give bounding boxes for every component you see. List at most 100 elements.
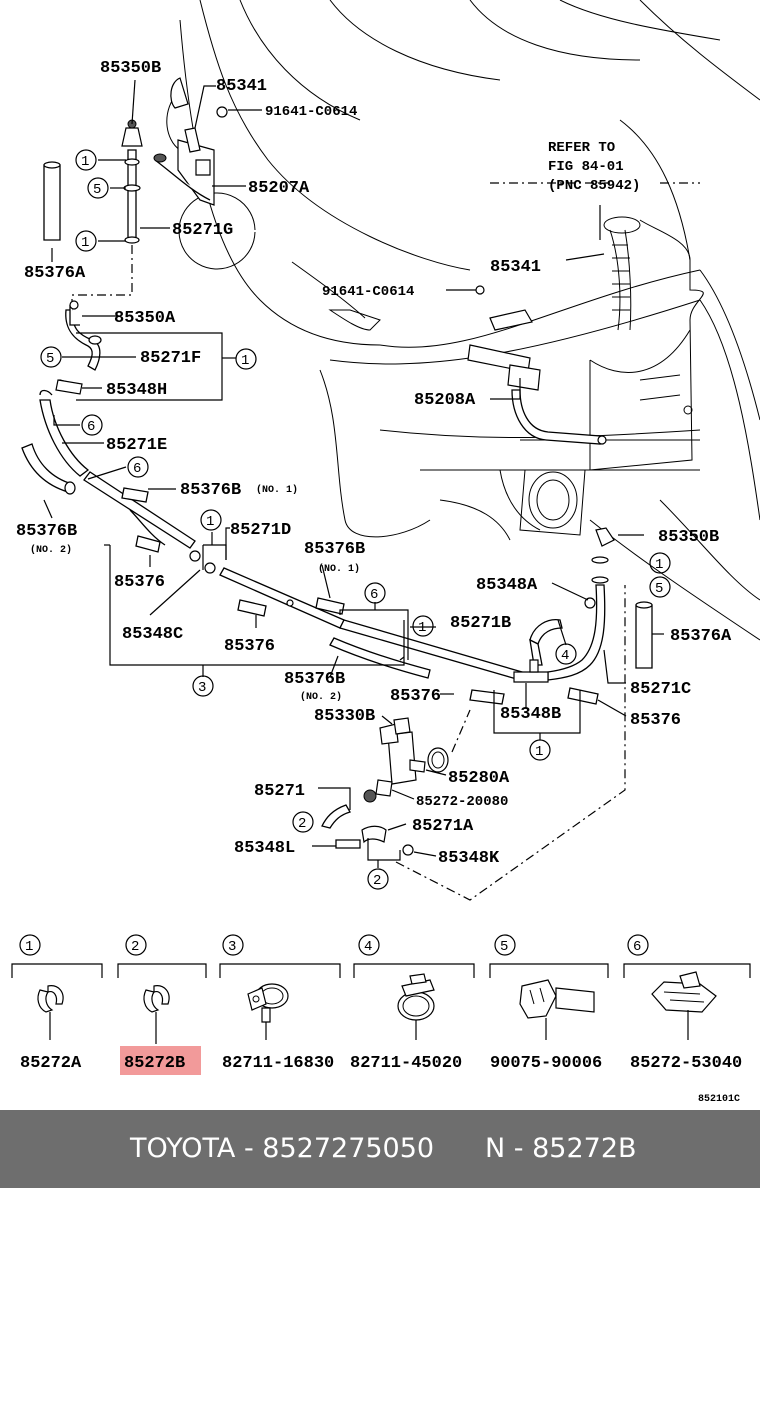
- callout-2-a: 2: [292, 811, 314, 833]
- label-85350A: 85350A: [114, 309, 176, 328]
- sleeve-85376B-left: [21, 443, 76, 495]
- footer-bar: TOYOTA - 8527275050 N - 85272B: [0, 1110, 760, 1188]
- label-85348A: 85348A: [476, 576, 538, 595]
- label-85376B-no1-b: 85376B: [304, 540, 365, 559]
- nozzle-85207A: [153, 77, 228, 206]
- label-no1-a: (NO. 1): [256, 484, 298, 496]
- legend: 1 85272A 2 85272B 3: [11, 934, 751, 1075]
- callout-1-g: 1: [529, 739, 551, 761]
- svg-text:5: 5: [500, 939, 508, 955]
- label-85348K: 85348K: [438, 849, 500, 868]
- label-85376-b: 85376: [224, 637, 275, 656]
- callout-6-c: 6: [364, 582, 386, 604]
- svg-text:1: 1: [25, 939, 33, 955]
- label-85271F: 85271F: [140, 349, 201, 368]
- label-85271G: 85271G: [172, 221, 233, 240]
- legend-item-5: 5 90075-90006: [489, 934, 609, 1073]
- label-85341-top: 85341: [216, 77, 267, 96]
- leader-lines: [43, 79, 664, 857]
- legend-item-2: 2 85272B: [117, 934, 207, 1075]
- hose-85271C: [547, 527, 615, 681]
- svg-text:2: 2: [131, 939, 139, 955]
- label-85271: 85271: [254, 782, 305, 801]
- label-85348C: 85348C: [122, 625, 183, 644]
- callout-5-a: 5: [87, 177, 109, 199]
- label-85280A: 85280A: [448, 769, 510, 788]
- svg-text:1: 1: [535, 744, 543, 760]
- clip-85272-53040-icon: [651, 971, 717, 1013]
- legend-part-82711-16830: 82711-16830: [222, 1054, 334, 1073]
- label-85271C: 85271C: [630, 680, 691, 699]
- label-85376B-no2-b: 85376B: [284, 670, 345, 689]
- nozzle-85208A: [467, 285, 607, 445]
- clip-85350A: [69, 300, 80, 326]
- svg-text:3: 3: [228, 939, 236, 955]
- joints-85348C: [189, 550, 294, 607]
- svg-text:5: 5: [46, 351, 54, 367]
- svg-text:1: 1: [418, 620, 426, 636]
- hose-85271G: [121, 119, 143, 244]
- label-85376-a: 85376: [114, 573, 165, 592]
- svg-text:4: 4: [364, 939, 372, 955]
- clip-85348H: [55, 379, 83, 395]
- label-85348L: 85348L: [234, 839, 295, 858]
- legend-part-82711-45020: 82711-45020: [350, 1054, 462, 1073]
- callout-6-a: 6: [81, 414, 103, 436]
- label-85350B-top: 85350B: [100, 59, 161, 78]
- pump-85280A: [363, 717, 449, 803]
- label-no2-a: (NO. 2): [30, 544, 72, 556]
- part-labels: 85350B 85341 91641-C0614 85207A 85271G 8…: [16, 59, 732, 868]
- label-85376-d: 85376: [630, 711, 681, 730]
- label-91641-top: 91641-C0614: [265, 104, 357, 120]
- label-85271A: 85271A: [412, 817, 474, 836]
- svg-text:5: 5: [655, 581, 663, 597]
- connection-dash-1: [71, 245, 133, 305]
- legend-part-85272-53040: 85272-53040: [630, 1054, 742, 1073]
- hose-85271B: [529, 597, 596, 666]
- callout-5-c: 5: [649, 576, 671, 598]
- svg-text:6: 6: [87, 419, 95, 435]
- label-85376A-left: 85376A: [24, 264, 86, 283]
- svg-text:6: 6: [370, 587, 378, 603]
- callout-5-b: 5: [40, 346, 62, 368]
- legend-item-3: 3 82711-16830: [219, 934, 341, 1073]
- svg-text:2: 2: [298, 816, 306, 832]
- callout-1-f: 1: [649, 552, 671, 574]
- svg-text:3: 3: [198, 680, 206, 696]
- footer-part-code: N - 85272B: [485, 1133, 637, 1164]
- sleeve-85376A-right: [635, 601, 653, 669]
- label-85271B: 85271B: [450, 614, 511, 633]
- callout-1-e: 1: [412, 615, 434, 637]
- label-refer-line3: (PNC 85942): [548, 178, 640, 194]
- label-refer-line2: FIG 84-01: [548, 159, 624, 175]
- label-85348B: 85348B: [500, 705, 561, 724]
- callout-1-c: 1: [235, 348, 257, 370]
- diagram-code: 852101C: [698, 1094, 740, 1105]
- svg-text:1: 1: [241, 353, 249, 369]
- svg-text:5: 5: [93, 182, 101, 198]
- label-85272-20080: 85272-20080: [416, 794, 508, 810]
- hose-85271F: [65, 309, 102, 371]
- svg-text:1: 1: [81, 154, 89, 170]
- label-no2-b: (NO. 2): [300, 691, 342, 703]
- t-joint-85348B: [513, 659, 549, 683]
- label-85350B-right: 85350B: [658, 528, 719, 547]
- clip-90075-90006-icon: [519, 979, 595, 1019]
- label-85376B-no1-a: 85376B: [180, 481, 241, 500]
- label-no1-b: (NO. 1): [318, 563, 360, 575]
- legend-part-85272B: 85272B: [124, 1054, 185, 1073]
- group-brackets: [76, 332, 626, 901]
- label-91641-mid: 91641-C0614: [322, 284, 414, 300]
- legend-item-4: 4 82711-45020: [350, 934, 475, 1073]
- hose-clamp-82711-45020-icon: [397, 973, 435, 1021]
- label-85376B-no2-a: 85376B: [16, 522, 77, 541]
- svg-text:4: 4: [561, 648, 569, 664]
- svg-text:2: 2: [373, 873, 381, 889]
- legend-item-1: 1 85272A: [11, 934, 103, 1073]
- callout-1-b: 1: [75, 230, 97, 252]
- callout-4: 4: [555, 643, 577, 665]
- label-85271D: 85271D: [230, 521, 291, 540]
- label-85271E: 85271E: [106, 436, 167, 455]
- sleeves-85376: [121, 487, 599, 705]
- callout-1-d: 1: [200, 509, 222, 531]
